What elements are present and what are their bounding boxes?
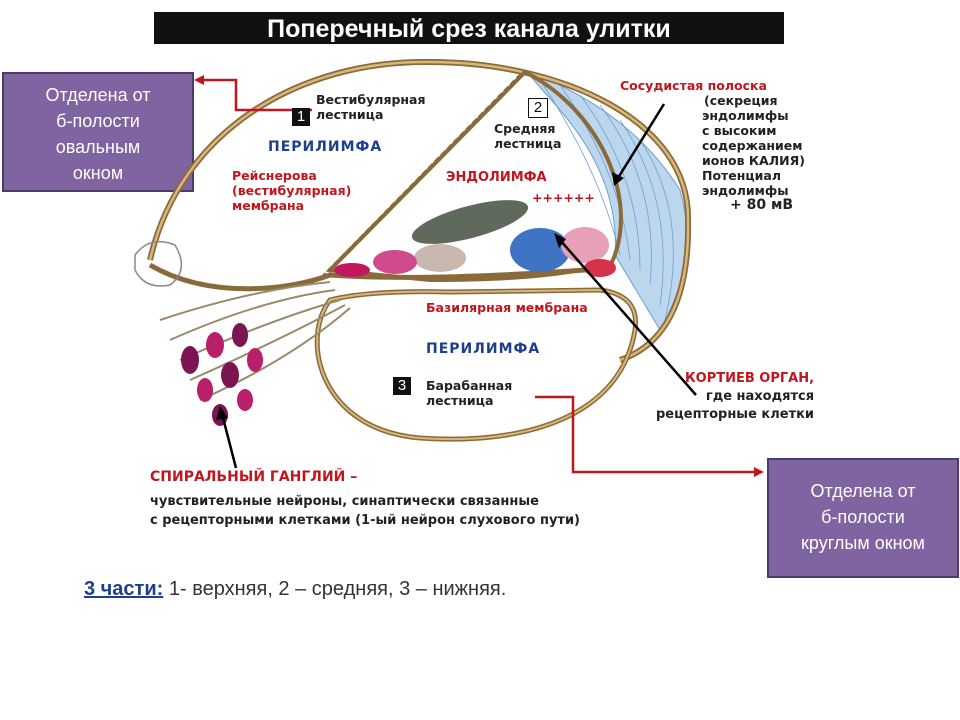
stria-vascularis-label: Сосудистая полоска (секреция эндолимфы с… <box>620 78 805 213</box>
oval-window-note-line: овальным <box>55 137 141 157</box>
round-window-arrowhead <box>754 467 764 477</box>
oval-window-connector <box>198 78 312 112</box>
scala-number-1: 1 <box>292 108 310 126</box>
spiral-ganglion-neurons <box>181 323 263 426</box>
round-window-note-line: Отделена от <box>810 481 916 501</box>
corti-pointer-head <box>554 233 566 248</box>
oval-window-note-line: Отделена от <box>45 85 151 105</box>
page-title: Поперечный срез канала улитки <box>154 12 784 44</box>
basilar-membrane-label: Базилярная мембрана <box>426 300 588 315</box>
endolymph-plus-label: ++++++ <box>532 190 595 205</box>
ganglion-pointer-head <box>216 406 228 420</box>
oval-window-arrowhead <box>194 75 204 85</box>
ganglion-pointer-line <box>220 413 238 469</box>
oval-window-note-line: б-полости <box>56 111 140 131</box>
reissner-membrane-line <box>320 70 526 280</box>
scala-number-3: 3 <box>393 377 411 395</box>
corti-pointer-line <box>559 239 697 396</box>
cochlear-nerve-fibres <box>159 281 351 401</box>
oval-window-note-box: Отделена от б-полости овальным окном <box>2 72 194 192</box>
endolymph-label: ЭНДОЛИМФА <box>446 170 547 185</box>
round-window-note-line: круглым окном <box>801 533 925 553</box>
spiral-ganglion-heading: СПИРАЛЬНЫЙ ГАНГЛИЙ – <box>150 469 358 485</box>
nerve-stub-outline <box>134 240 183 287</box>
stria-pointer-head <box>612 172 624 186</box>
three-parts-heading: 3 части: <box>84 578 164 600</box>
stria-fibers <box>539 79 674 321</box>
three-parts-caption: 3 части: 1- верхняя, 2 – средняя, 3 – ни… <box>84 578 506 601</box>
perilymph-top-label: ПЕРИЛИМФА <box>268 139 383 155</box>
round-window-connector <box>535 395 758 474</box>
three-parts-text: 1- верхняя, 2 – средняя, 3 – нижняя. <box>163 578 507 600</box>
osseous-spiral-lamina <box>148 262 613 292</box>
perilymph-bottom-label: ПЕРИЛИМФА <box>426 341 541 357</box>
stria-pointer-line <box>616 103 666 179</box>
oval-window-note-line: окном <box>72 163 124 183</box>
spiral-ganglion-description: чувствительные нейроны, синаптически свя… <box>150 494 581 528</box>
round-window-note-box: Отделена от б-полости круглым окном <box>767 458 959 578</box>
reissner-membrane-label: Рейснерова(вестибулярная)мембрана <box>232 168 352 213</box>
round-window-note-line: б-полости <box>821 507 905 527</box>
scala-vestibuli-outline <box>325 69 623 283</box>
scala-number-2: 2 <box>528 98 548 118</box>
organ-of-corti-cluster <box>334 200 616 277</box>
